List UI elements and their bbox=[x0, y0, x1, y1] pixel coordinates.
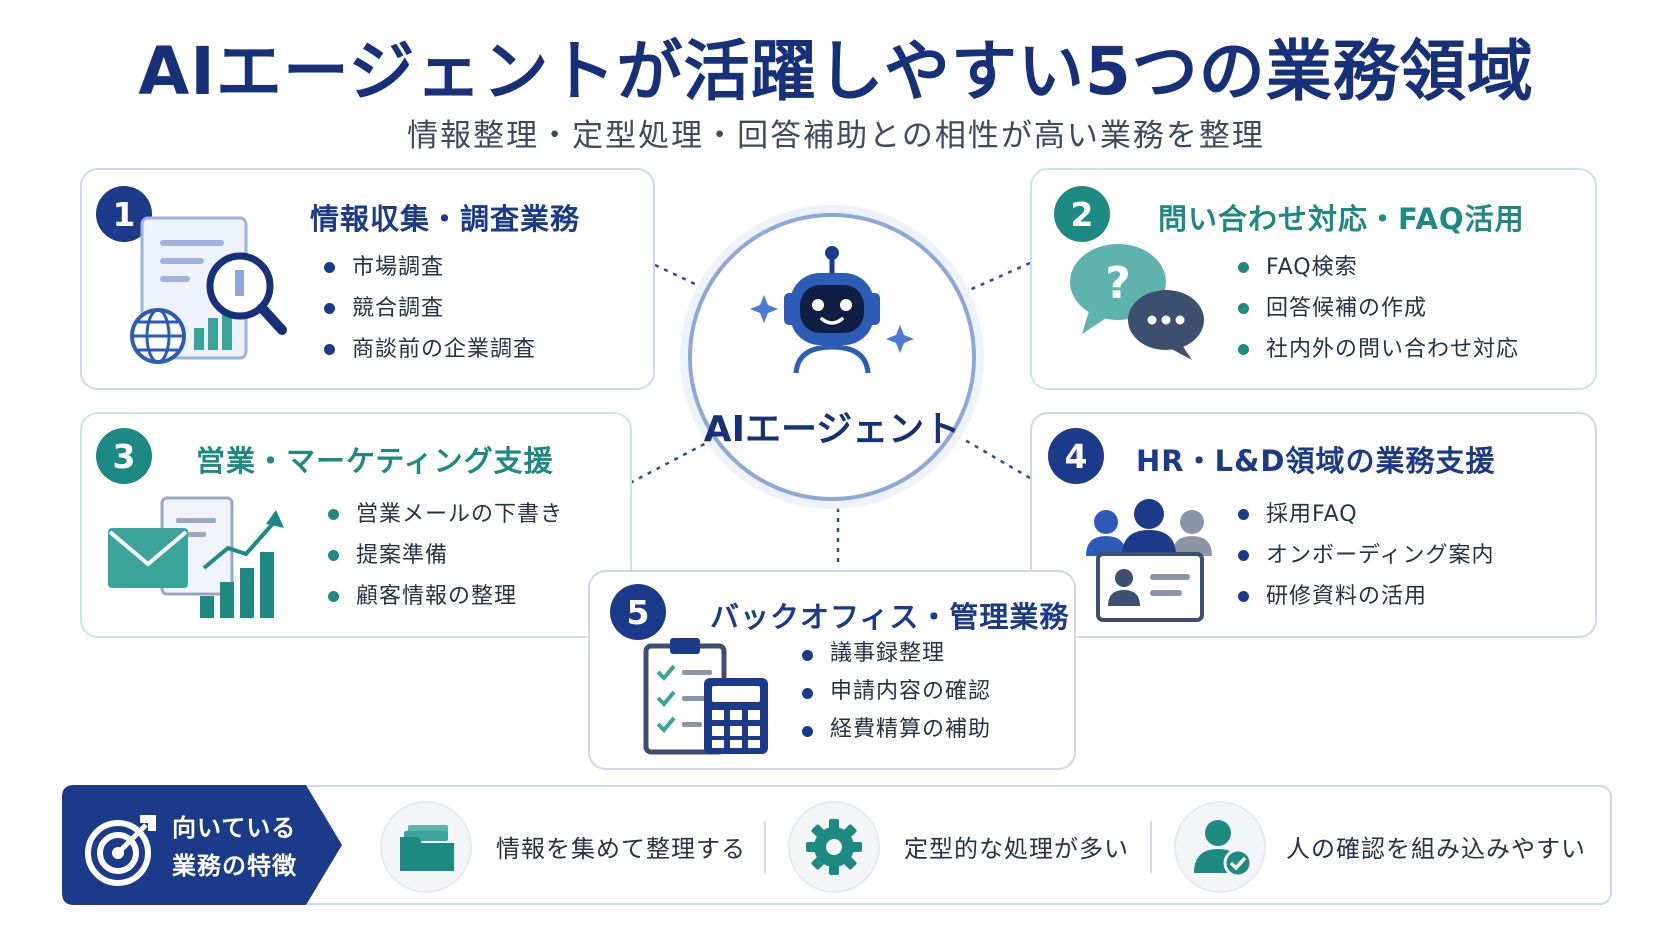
card-hr-ld: 4 HR・L&D領域の業務支援 採用FAQ オンボーディング案内 研修資料の活用 bbox=[1030, 412, 1597, 638]
feature-divider bbox=[764, 821, 766, 873]
list-item: 顧客情報の整理 bbox=[328, 576, 563, 617]
list-item: 提案準備 bbox=[328, 535, 563, 576]
card-item-list: FAQ検索 回答候補の作成 社内外の問い合わせ対応 bbox=[1238, 247, 1519, 370]
list-item: 社内外の問い合わせ対応 bbox=[1238, 329, 1519, 370]
card-title: バックオフィス・管理業務 bbox=[710, 600, 1070, 634]
features-label: 向いている 業務の特徴 bbox=[172, 809, 297, 885]
page-subtitle: 情報整理・定型処理・回答補助との相性が高い業務を整理 bbox=[407, 118, 1265, 154]
list-item: 競合調査 bbox=[324, 288, 536, 329]
card-faq: 2 問い合わせ対応・FAQ活用 FAQ検索 回答候補の作成 社内外の問い合わせ対… bbox=[1030, 168, 1597, 390]
feature-divider bbox=[1150, 821, 1152, 873]
svg-text:?: ? bbox=[1105, 258, 1131, 309]
page-title: AIエージェントが活躍しやすい5つの業務領域 bbox=[138, 33, 1534, 110]
feature-text: 人の確認を組み込みやすい bbox=[1286, 835, 1586, 863]
card-number: 3 bbox=[96, 428, 152, 484]
feature-icon-circle bbox=[1174, 801, 1266, 893]
list-item: 回答候補の作成 bbox=[1238, 288, 1519, 329]
center-hub: AIエージェント bbox=[688, 213, 976, 501]
list-item: 採用FAQ bbox=[1238, 494, 1494, 535]
card-item-list: 議事録整理 申請内容の確認 経費精算の補助 bbox=[802, 635, 991, 749]
card-number: 2 bbox=[1054, 186, 1110, 242]
list-item: 営業メールの下書き bbox=[328, 494, 563, 535]
features-label-banner bbox=[62, 785, 342, 905]
card-sales-marketing: 3 営業・マーケティング支援 営業メールの下書き 提案準備 顧客情報の整理 bbox=[80, 412, 632, 638]
features-bar: 向いている 業務の特徴 情報を集めて整理する 定型的な処理が多い 人の確認を組み… bbox=[62, 785, 1612, 905]
card-item-list: 営業メールの下書き 提案準備 顧客情報の整理 bbox=[328, 494, 563, 617]
list-item: 議事録整理 bbox=[802, 635, 991, 673]
center-label: AIエージェント bbox=[703, 409, 961, 450]
question-chat-bubbles-icon: ? bbox=[1070, 244, 1204, 360]
feature-text: 情報を集めて整理する bbox=[496, 835, 746, 863]
folder-icon bbox=[400, 825, 454, 871]
clipboard-calculator-icon bbox=[643, 638, 768, 755]
list-item: オンボーディング案内 bbox=[1238, 535, 1494, 576]
target-arrow-icon bbox=[85, 815, 156, 886]
card-number: 5 bbox=[610, 584, 666, 640]
user-check-icon bbox=[1194, 820, 1252, 877]
card-title: 営業・マーケティング支援 bbox=[196, 444, 554, 478]
document-magnifier-globe-icon bbox=[130, 216, 287, 364]
list-item: 申請内容の確認 bbox=[802, 673, 991, 711]
features-label-line2: 業務の特徴 bbox=[172, 852, 297, 880]
list-item: 市場調査 bbox=[324, 247, 536, 288]
list-item: 商談前の企業調査 bbox=[324, 329, 536, 370]
card-title: HR・L&D領域の業務支援 bbox=[1136, 444, 1496, 478]
mail-growth-chart-icon bbox=[108, 496, 284, 618]
card-research: 1 情報収集・調査業務 市場調査 競合調査 商談前の企業調査 bbox=[80, 168, 655, 390]
card-title: 問い合わせ対応・FAQ活用 bbox=[1158, 202, 1525, 236]
list-item: 研修資料の活用 bbox=[1238, 576, 1494, 617]
robot-icon bbox=[750, 246, 914, 374]
feature-text: 定型的な処理が多い bbox=[904, 835, 1129, 863]
list-item: 経費精算の補助 bbox=[802, 711, 991, 749]
card-number: 4 bbox=[1048, 428, 1104, 484]
gear-icon bbox=[806, 819, 862, 875]
card-item-list: 採用FAQ オンボーディング案内 研修資料の活用 bbox=[1238, 494, 1494, 617]
features-label-line1: 向いている bbox=[172, 814, 297, 842]
card-title: 情報収集・調査業務 bbox=[310, 202, 581, 236]
list-item: FAQ検索 bbox=[1238, 247, 1519, 288]
card-item-list: 市場調査 競合調査 商談前の企業調査 bbox=[324, 247, 536, 370]
card-back-office: 5 バックオフィス・管理業務 議事録整理 申請内容の確認 経費精算の補助 bbox=[588, 570, 1076, 770]
team-id-card-icon bbox=[1086, 499, 1212, 622]
